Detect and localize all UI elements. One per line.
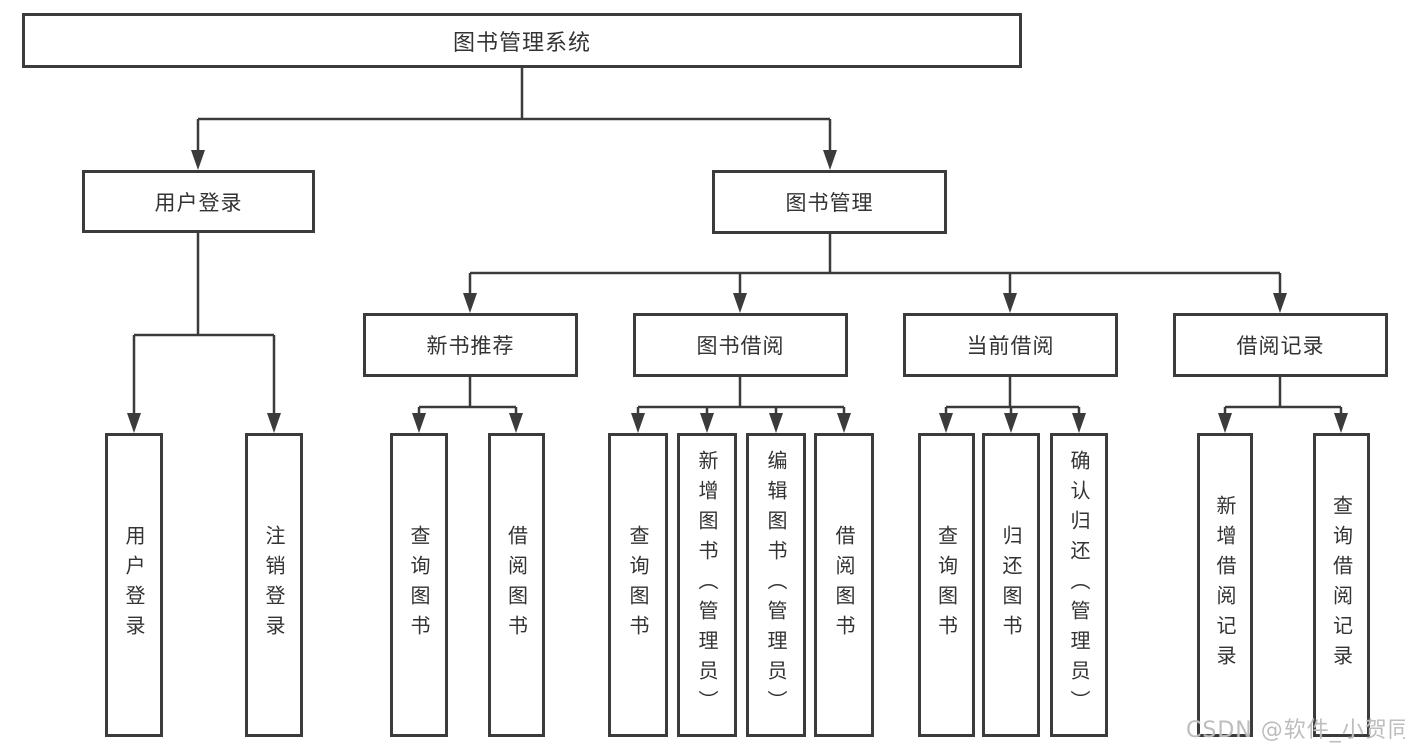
leaf-logout: 注销登录 bbox=[245, 433, 303, 737]
node-root-label: 图书管理系统 bbox=[452, 30, 591, 56]
arrowhead-icons bbox=[127, 150, 1348, 433]
node-root: 图书管理系统 bbox=[22, 13, 1022, 68]
leaf-nbr-borrow-books-label: 借阅图书 bbox=[504, 525, 529, 645]
leaf-bb-add-books-admin: 新增图书（管理员） bbox=[677, 433, 737, 737]
leaf-br-add-record-label: 新增借阅记录 bbox=[1213, 495, 1237, 675]
leaf-bb-edit-books-admin-label: 编辑图书（管理员） bbox=[764, 450, 788, 720]
leaf-cb-return-books: 归还图书 bbox=[982, 433, 1040, 737]
leaf-bb-borrow-books-label: 借阅图书 bbox=[832, 525, 856, 645]
node-book-management-label: 图书管理 bbox=[785, 191, 874, 215]
node-user-login: 用户登录 bbox=[82, 170, 315, 233]
leaf-br-query-record-label: 查询借阅记录 bbox=[1329, 495, 1354, 675]
leaf-cb-query-books-label: 查询图书 bbox=[934, 525, 959, 645]
leaf-br-query-record: 查询借阅记录 bbox=[1313, 433, 1370, 737]
csdn-watermark: CSDN @软件_小贺同学 bbox=[1186, 718, 1405, 743]
leaf-nbr-query-books: 查询图书 bbox=[390, 433, 448, 737]
leaf-br-add-record: 新增借阅记录 bbox=[1197, 433, 1253, 737]
leaf-bb-edit-books-admin: 编辑图书（管理员） bbox=[746, 433, 806, 737]
leaf-cb-query-books: 查询图书 bbox=[918, 433, 975, 737]
node-current-borrow-label: 当前借阅 bbox=[966, 334, 1055, 358]
node-borrow-records-label: 借阅记录 bbox=[1236, 334, 1325, 358]
leaf-user-login: 用户登录 bbox=[105, 433, 163, 737]
node-user-login-label: 用户登录 bbox=[154, 190, 243, 215]
leaf-bb-query-books-label: 查询图书 bbox=[626, 525, 650, 645]
node-book-borrow-label: 图书借阅 bbox=[696, 334, 785, 358]
leaf-bb-add-books-admin-label: 新增图书（管理员） bbox=[695, 450, 719, 720]
leaf-cb-confirm-return-admin-label: 确认归还（管理员） bbox=[1067, 450, 1091, 720]
leaf-cb-confirm-return-admin: 确认归还（管理员） bbox=[1050, 433, 1108, 737]
leaf-bb-query-books: 查询图书 bbox=[608, 433, 668, 737]
leaf-user-login-label: 用户登录 bbox=[122, 525, 146, 645]
node-current-borrow: 当前借阅 bbox=[903, 313, 1118, 377]
leaf-nbr-borrow-books: 借阅图书 bbox=[488, 433, 545, 737]
leaf-cb-return-books-label: 归还图书 bbox=[999, 525, 1023, 645]
node-book-management: 图书管理 bbox=[712, 170, 947, 234]
leaf-bb-borrow-books: 借阅图书 bbox=[814, 433, 874, 737]
node-book-borrow: 图书借阅 bbox=[633, 313, 848, 377]
node-new-book-recommend: 新书推荐 bbox=[363, 313, 578, 377]
leaf-nbr-query-books-label: 查询图书 bbox=[407, 525, 431, 645]
node-new-book-recommend-label: 新书推荐 bbox=[426, 334, 515, 358]
node-borrow-records: 借阅记录 bbox=[1173, 313, 1388, 377]
leaf-logout-label: 注销登录 bbox=[262, 525, 286, 645]
